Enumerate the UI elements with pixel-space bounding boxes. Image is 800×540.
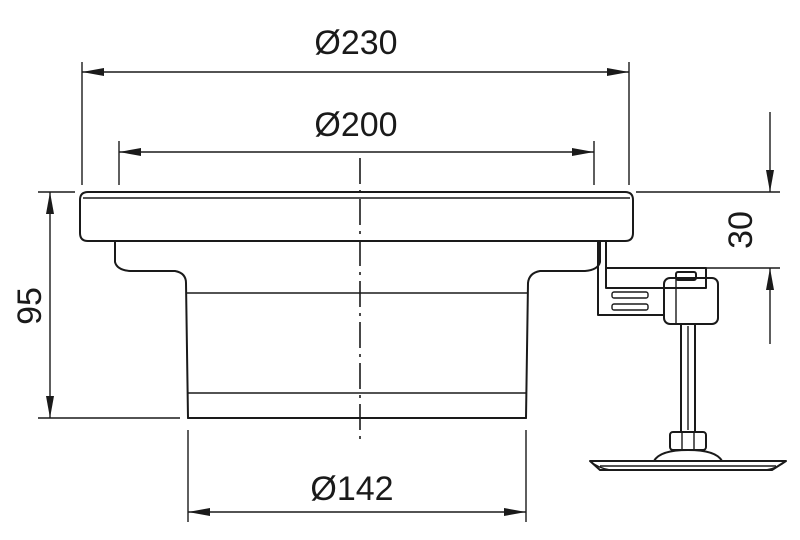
top-flange [79, 191, 634, 242]
label-inner-diameter: Ø200 [314, 106, 397, 144]
clamp-block [663, 277, 719, 325]
dimension-inner-diameter: Ø200 [118, 106, 595, 185]
bracket-slot-2 [611, 303, 649, 311]
label-bottom-diameter: Ø142 [310, 470, 393, 508]
dimension-bottom-diameter: Ø142 [187, 430, 527, 522]
dimension-outer-diameter: Ø230 [81, 24, 630, 185]
drain-body [79, 191, 634, 419]
label-outer-diameter: Ø230 [314, 24, 397, 62]
bracket-slot-1 [611, 291, 649, 299]
foot-tip-right [765, 460, 787, 471]
clamp-screw [675, 271, 697, 281]
body-right-profile [525, 240, 601, 419]
bracket-assembly [589, 240, 787, 471]
foot-dome [653, 449, 723, 462]
label-flange-height: 30 [722, 211, 760, 249]
dimension-total-height: 95 [11, 191, 180, 419]
foot-tip-left [589, 460, 611, 471]
label-total-height: 95 [11, 287, 49, 325]
hex-nut [669, 431, 707, 451]
foot-plate [589, 460, 787, 471]
body-left-profile [114, 240, 189, 419]
dimension-flange-height: 30 [606, 112, 780, 344]
